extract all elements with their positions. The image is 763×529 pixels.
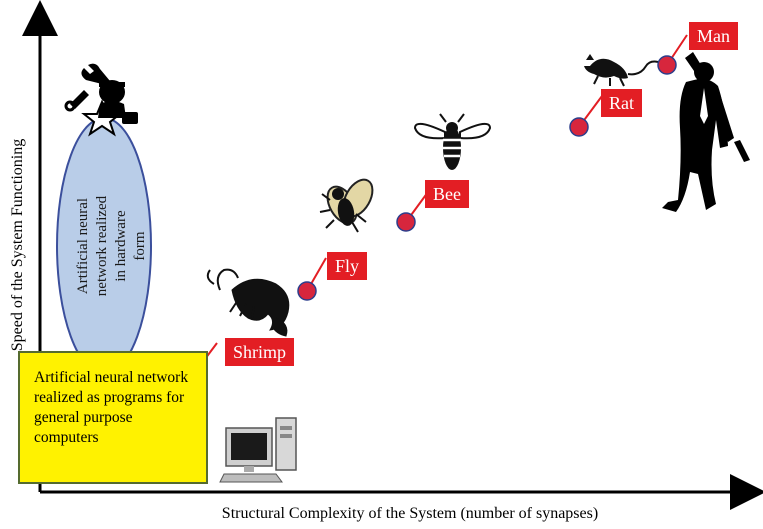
- rat-icon: [584, 54, 659, 87]
- shrimp-icon: [206, 268, 290, 337]
- hardware-ellipse-text-wrap: Artificial neural network realized in ha…: [60, 176, 164, 316]
- robot-hardware-icon: [64, 63, 138, 137]
- dot-fly: [297, 281, 317, 301]
- fly-icon: [319, 178, 374, 233]
- dot-man: [657, 55, 677, 75]
- man-silhouette-icon: [662, 52, 750, 212]
- dot-rat: [569, 117, 589, 137]
- computer-icon: [219, 417, 297, 483]
- bee-icon: [413, 113, 492, 170]
- y-axis-label: Speed of the System Functioning: [9, 138, 26, 352]
- hardware-ellipse-text: Artificial neural network realized in ha…: [75, 195, 148, 297]
- label-rat: Rat: [601, 89, 642, 117]
- label-fly: Fly: [327, 252, 368, 280]
- dot-bee: [396, 212, 416, 232]
- x-axis-label: Structural Complexity of the System (num…: [221, 505, 599, 522]
- software-box: [18, 351, 208, 484]
- software-box-text: Artificial neural network realized as pr…: [34, 369, 189, 446]
- label-man: Man: [689, 22, 738, 50]
- label-bee: Bee: [425, 180, 469, 208]
- label-shrimp: Shrimp: [225, 338, 295, 366]
